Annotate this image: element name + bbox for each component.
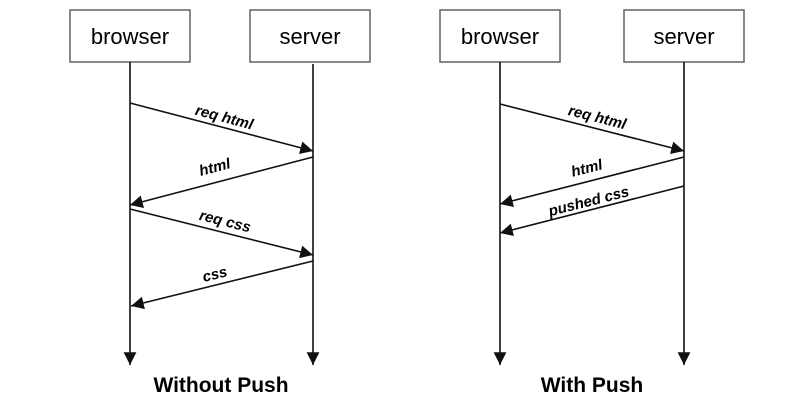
- caption-with-push: With Push: [541, 374, 643, 397]
- browser-label: browser: [91, 24, 169, 49]
- message-arrow-pushed-css: [499, 185, 685, 237]
- message-arrow-req-css: [129, 208, 314, 259]
- message-label-css: css: [201, 263, 229, 286]
- browser-box: [439, 9, 561, 63]
- diagram-without-push: browser server req html html req css css…: [69, 9, 371, 397]
- message-arrow-html: [499, 156, 685, 208]
- server-box: [623, 9, 745, 63]
- message-arrow-req-html: [499, 103, 685, 155]
- message-label-req-css: req css: [198, 207, 253, 236]
- caption-without-push: Without Push: [153, 374, 288, 397]
- message-arrow-html: [129, 156, 314, 208]
- browser-box: [69, 9, 191, 63]
- server-label: server: [279, 24, 340, 49]
- diagram-with-push: browser server req html html pushed css …: [439, 9, 745, 397]
- browser-label: browser: [461, 24, 539, 49]
- message-label-html: html: [569, 156, 605, 180]
- message-label-req-html: req html: [193, 102, 255, 134]
- server-label: server: [653, 24, 714, 49]
- server-box: [249, 9, 371, 63]
- message-label-html: html: [197, 155, 233, 180]
- message-arrow-css: [130, 260, 314, 310]
- message-arrow-req-html: [129, 102, 314, 154]
